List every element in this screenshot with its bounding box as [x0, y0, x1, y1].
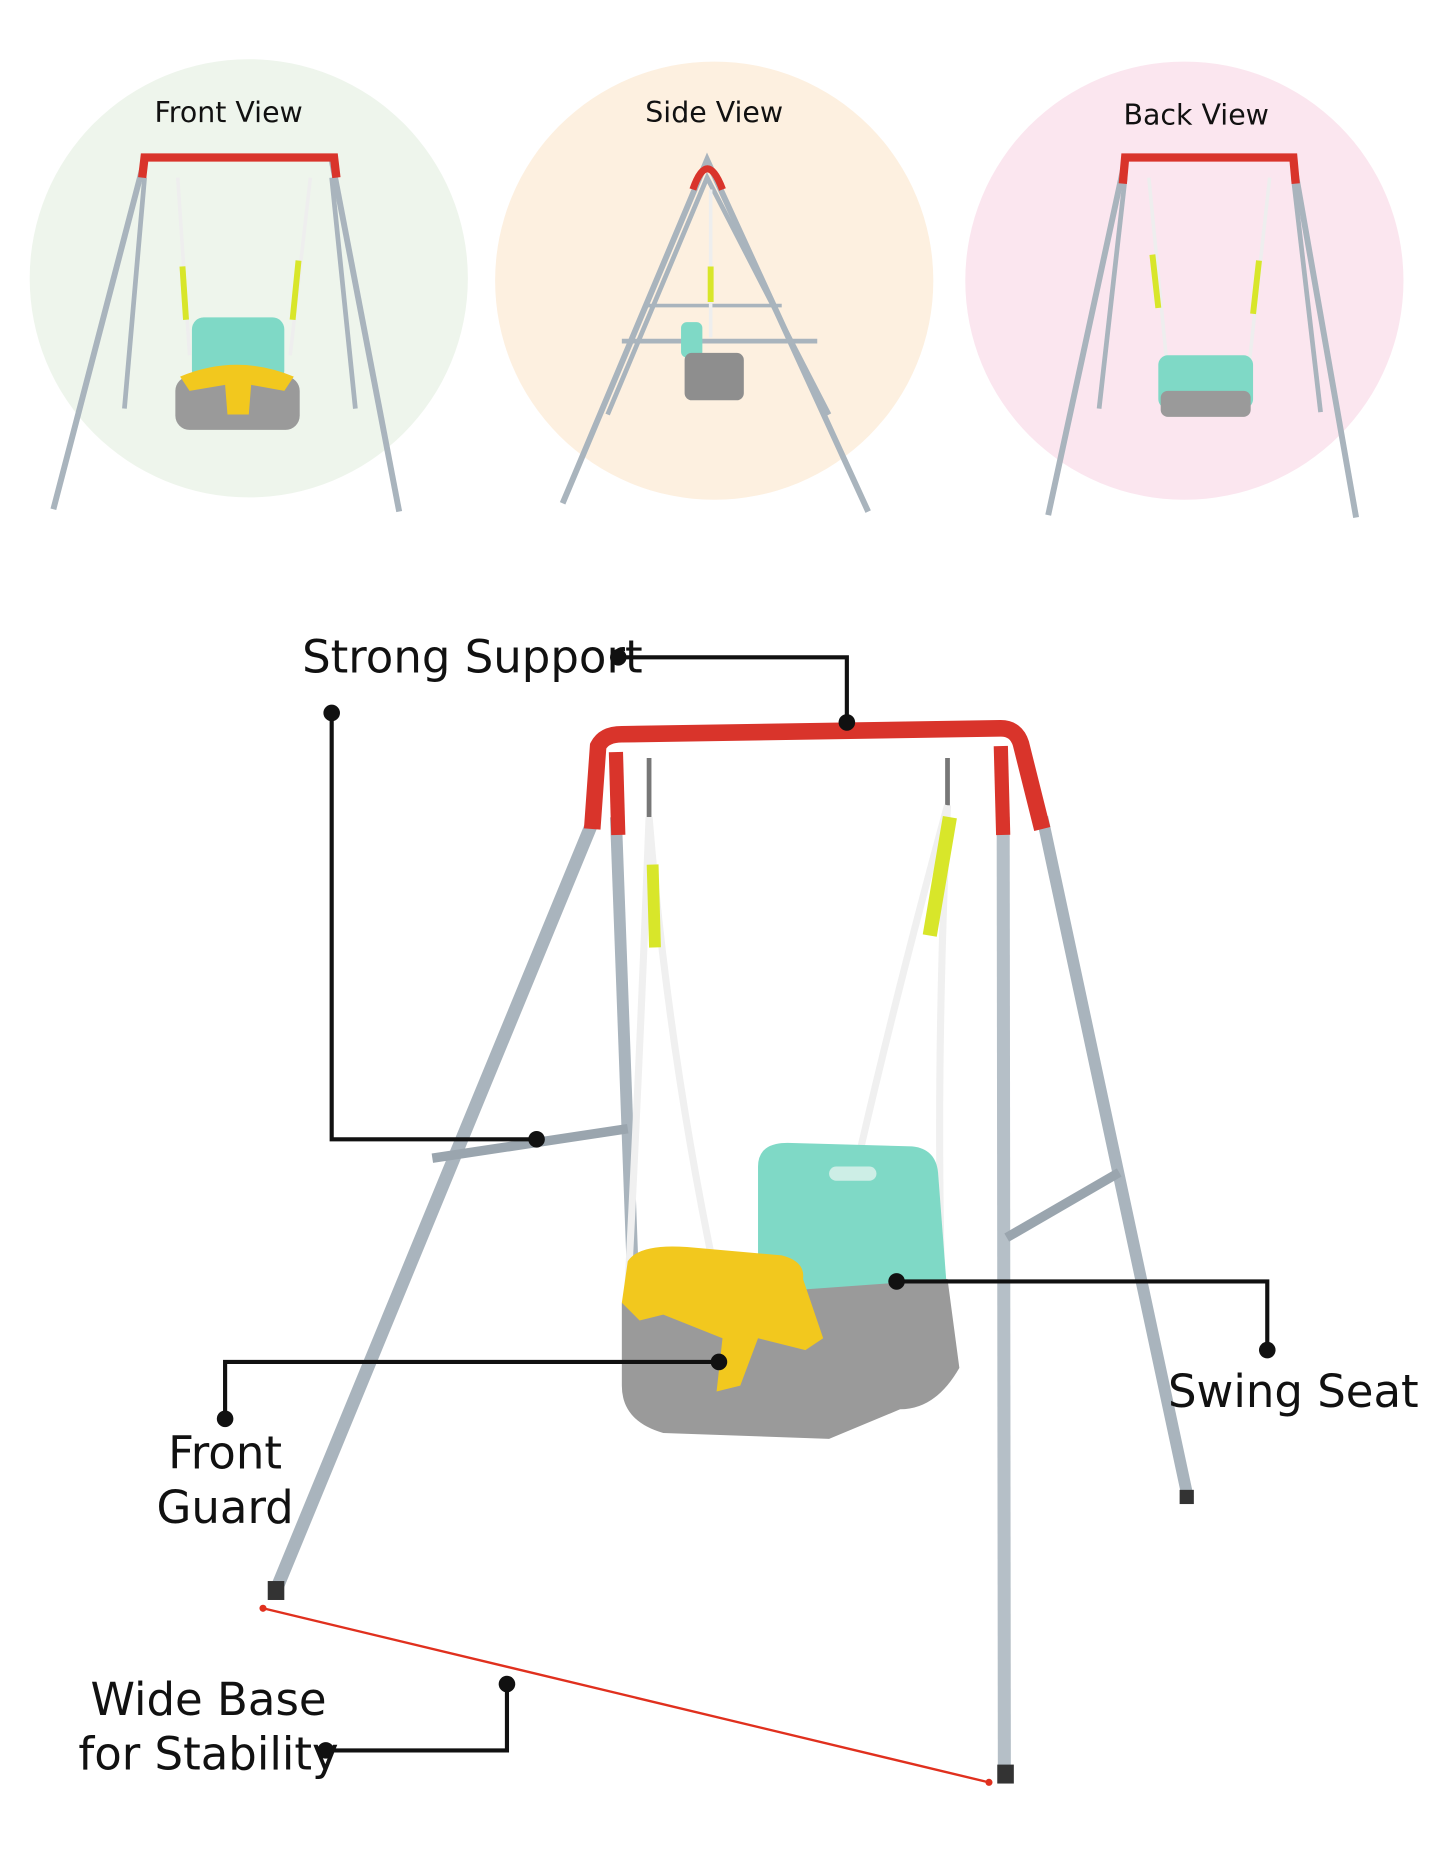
side-view-swing-image: [559, 152, 871, 513]
front-guard-label-line1: Front: [168, 1427, 282, 1480]
back-view-panel: Back View: [965, 61, 1404, 519]
side-view-label: Side View: [645, 96, 783, 129]
callout-strong-support: Strong Support: [302, 631, 856, 1148]
back-view-swing-image: [1045, 153, 1360, 519]
wide-base-label-line1: Wide Base: [90, 1673, 326, 1726]
callout-front-guard: Front Guard: [156, 1353, 728, 1534]
main-swing-image: [267, 720, 1194, 1784]
front-view-swing-image: [50, 153, 403, 513]
swing-seat-label: Swing Seat: [1168, 1365, 1419, 1418]
wide-base-label-line2: for Stability: [78, 1727, 338, 1780]
side-view-panel: Side View: [495, 61, 934, 513]
callout-swing-seat: Swing Seat: [888, 1273, 1419, 1418]
side-view-background: [495, 61, 934, 500]
base-width-line: [262, 1607, 990, 1784]
front-guard-label-line2: Guard: [156, 1481, 293, 1534]
back-view-label: Back View: [1124, 98, 1269, 131]
strong-support-label: Strong Support: [302, 631, 643, 684]
front-view-label: Front View: [155, 96, 303, 129]
front-view-panel: Front View: [29, 59, 468, 513]
callout-wide-base: Wide Base for Stability: [78, 1673, 516, 1780]
